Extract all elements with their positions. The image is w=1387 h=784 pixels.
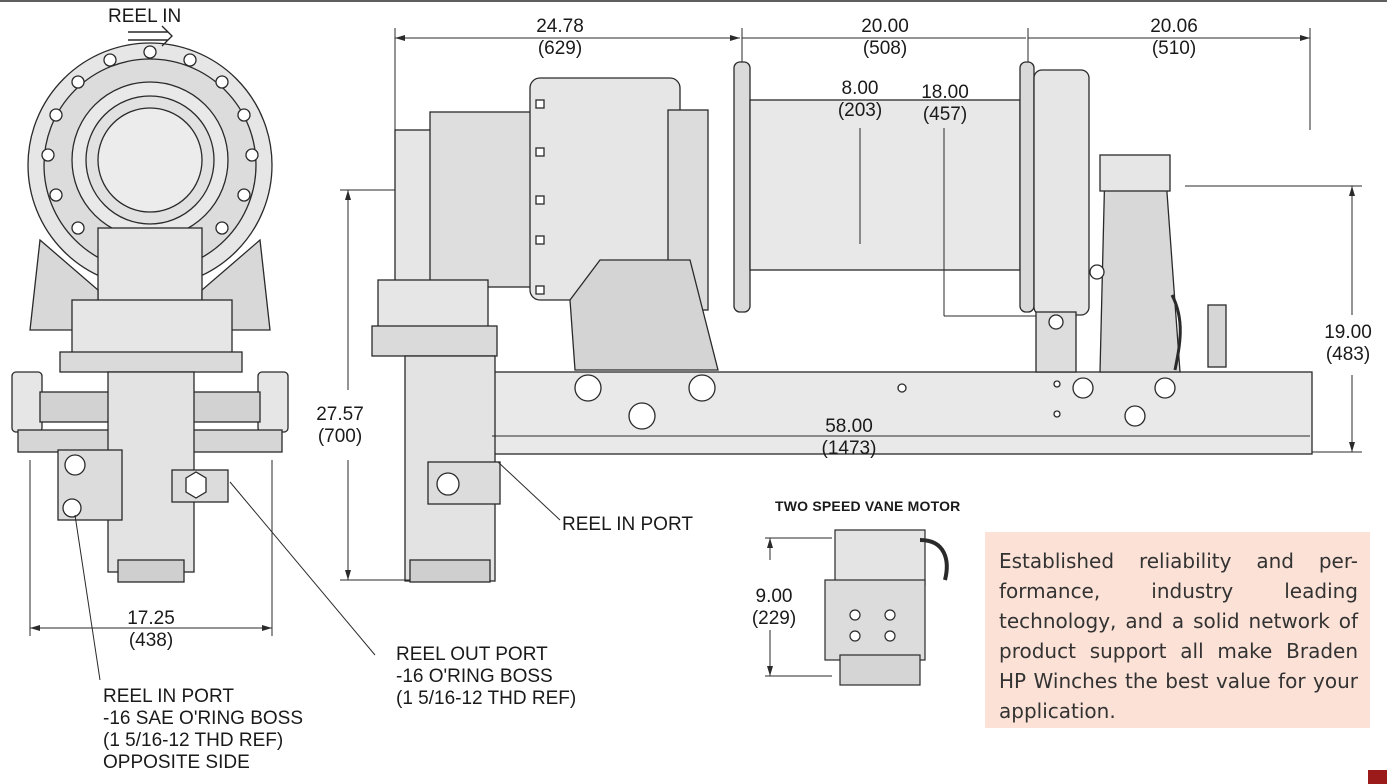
note-line: REEL OUT PORT <box>396 644 548 665</box>
dim-mm: (700) <box>317 426 363 447</box>
dim-mm: (203) <box>837 100 883 121</box>
dim-inches: 27.57 <box>316 404 364 425</box>
dimension-brake-end: 20.06 (510) <box>1137 16 1211 60</box>
dimension-frame-length: 58.00 (1473) <box>808 416 890 460</box>
dim-inches: 18.00 <box>921 82 969 103</box>
dim-mm: (483) <box>1325 344 1371 365</box>
note-line: (1 5/16-12 THD REF) <box>103 730 284 751</box>
reel-in-port-note: REEL IN PORT -16 SAE O'RING BOSS (1 5/16… <box>103 686 303 774</box>
dimension-overall-height: 27.57 (700) <box>303 404 377 448</box>
end-view-drawing <box>11 42 289 583</box>
callout-text: Established reliability and per-formance… <box>999 549 1358 723</box>
dim-mm: (1473) <box>821 438 877 459</box>
note-line: -16 SAE O'RING BOSS <box>103 708 304 729</box>
dimension-motor-height: 9.00 (229) <box>742 586 806 630</box>
dim-mm: (457) <box>922 104 968 125</box>
reel-in-direction-label: REEL IN <box>108 6 182 27</box>
dim-mm: (510) <box>1151 38 1197 59</box>
dim-mm: (438) <box>128 630 174 651</box>
dimension-centerline-height: 19.00 (483) <box>1313 322 1383 366</box>
dim-inches: 20.06 <box>1150 16 1198 37</box>
reel-out-port-note: REEL OUT PORT -16 O'RING BOSS (1 5/16-12… <box>396 644 576 710</box>
dim-inches: 24.78 <box>536 16 584 37</box>
note-line: REEL IN PORT <box>103 686 234 707</box>
dimension-flange-diameter: 18.00 (457) <box>910 82 980 126</box>
dimension-drum-length: 20.00 (508) <box>848 16 922 60</box>
dim-inches: 58.00 <box>825 416 873 437</box>
dim-inches: 19.00 <box>1324 322 1372 343</box>
dim-mm: (508) <box>862 38 908 59</box>
dim-mm: (229) <box>751 608 797 629</box>
note-line: (1 5/16-12 THD REF) <box>396 688 577 709</box>
note-line: -16 O'RING BOSS <box>396 666 553 687</box>
reliability-callout: Established reliability and per-formance… <box>985 532 1370 728</box>
dim-inches: 20.00 <box>861 16 909 37</box>
dimension-lines <box>29 25 1362 681</box>
dim-inches: 17.25 <box>127 608 175 629</box>
reel-in-port-label: REEL IN PORT <box>562 514 693 535</box>
dim-inches: 9.00 <box>755 586 793 607</box>
side-view-drawing <box>371 61 1313 583</box>
dimension-overall-gearbox: 24.78 (629) <box>523 16 597 60</box>
dimension-drum-diameter: 8.00 (203) <box>828 78 892 122</box>
vane-motor-drawing <box>824 529 949 686</box>
page-corner-mark <box>1368 770 1387 784</box>
dim-inches: 8.00 <box>841 78 879 99</box>
arrowheads <box>30 35 1355 676</box>
dimension-end-width: 17.25 (438) <box>113 608 189 652</box>
dim-mm: (629) <box>537 38 583 59</box>
vane-motor-title: TWO SPEED VANE MOTOR <box>775 498 961 514</box>
note-line: OPPOSITE SIDE <box>103 752 250 773</box>
